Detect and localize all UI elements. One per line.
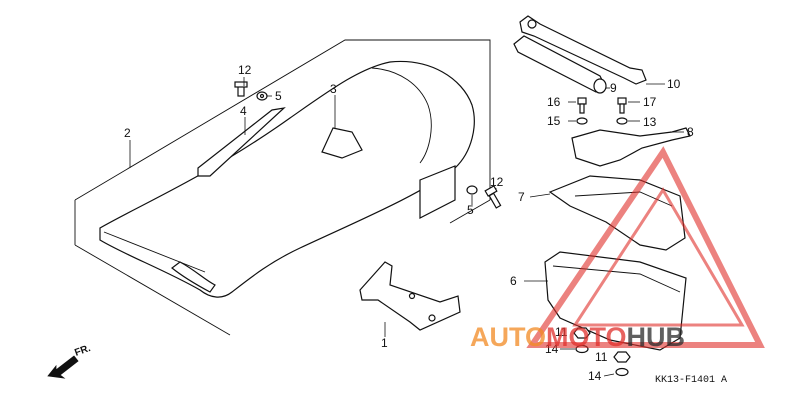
callout-9: 9 [610, 81, 617, 95]
watermark-wordmark: AUTOMOTOHUB [470, 322, 685, 352]
front-arrow-label: FR. [73, 343, 92, 359]
bolt-12-left [234, 81, 248, 97]
callout-13: 13 [643, 115, 657, 129]
callout-7: 7 [518, 190, 525, 204]
tool-bag-roll-part [513, 35, 607, 94]
watermark-part-3: HUB [627, 322, 686, 352]
washer-15 [576, 117, 588, 125]
wrench-tool-part [519, 15, 647, 85]
washer-14-right [615, 367, 629, 377]
callout-12-right: 12 [490, 175, 504, 189]
callout-12-left: 12 [238, 63, 252, 77]
washer-5-left [256, 91, 268, 101]
watermark-part-1: AUTO [470, 322, 546, 352]
svg-text:AUTOMOTOHUB: AUTOMOTOHUB [470, 322, 685, 352]
callout-11-right: 11 [595, 350, 608, 364]
callout-10: 10 [667, 77, 681, 91]
leader-lines [129, 77, 684, 377]
callout-8: 8 [687, 125, 694, 139]
trim-strip-part [197, 107, 286, 177]
callout-2: 2 [124, 126, 131, 140]
callout-15: 15 [547, 114, 561, 128]
washer-13 [616, 117, 628, 125]
watermark-logo [526, 146, 765, 348]
callout-17: 17 [643, 95, 657, 109]
callout-3: 3 [330, 82, 337, 96]
callout-6: 6 [510, 274, 517, 288]
seat-bracket-part [359, 261, 461, 331]
callout-16: 16 [547, 95, 561, 109]
callout-11-left: 11 [555, 325, 568, 339]
screw-17 [617, 97, 627, 114]
screw-16 [577, 97, 587, 114]
cover-part [548, 175, 686, 251]
callout-5-left: 5 [275, 89, 282, 103]
diagram-code: KK13-F1401 A [655, 375, 727, 386]
callout-5-right: 5 [467, 203, 474, 217]
watermark-part-2: MOTO [546, 322, 627, 352]
callout-4: 4 [240, 104, 247, 118]
seat-part [99, 60, 475, 298]
watermark-triangle-icon [526, 146, 765, 348]
front-arrow-icon [47, 355, 79, 379]
nut-11-right [613, 351, 631, 363]
callout-14-right: 14 [588, 369, 602, 383]
washer-5-right [466, 185, 478, 195]
callout-1: 1 [381, 336, 388, 350]
bolt-12-right [484, 185, 502, 209]
assembly-frame [74, 39, 491, 336]
nut-11-left [573, 327, 591, 339]
seat-strap-part [321, 127, 363, 159]
tool-band-part [571, 127, 691, 167]
